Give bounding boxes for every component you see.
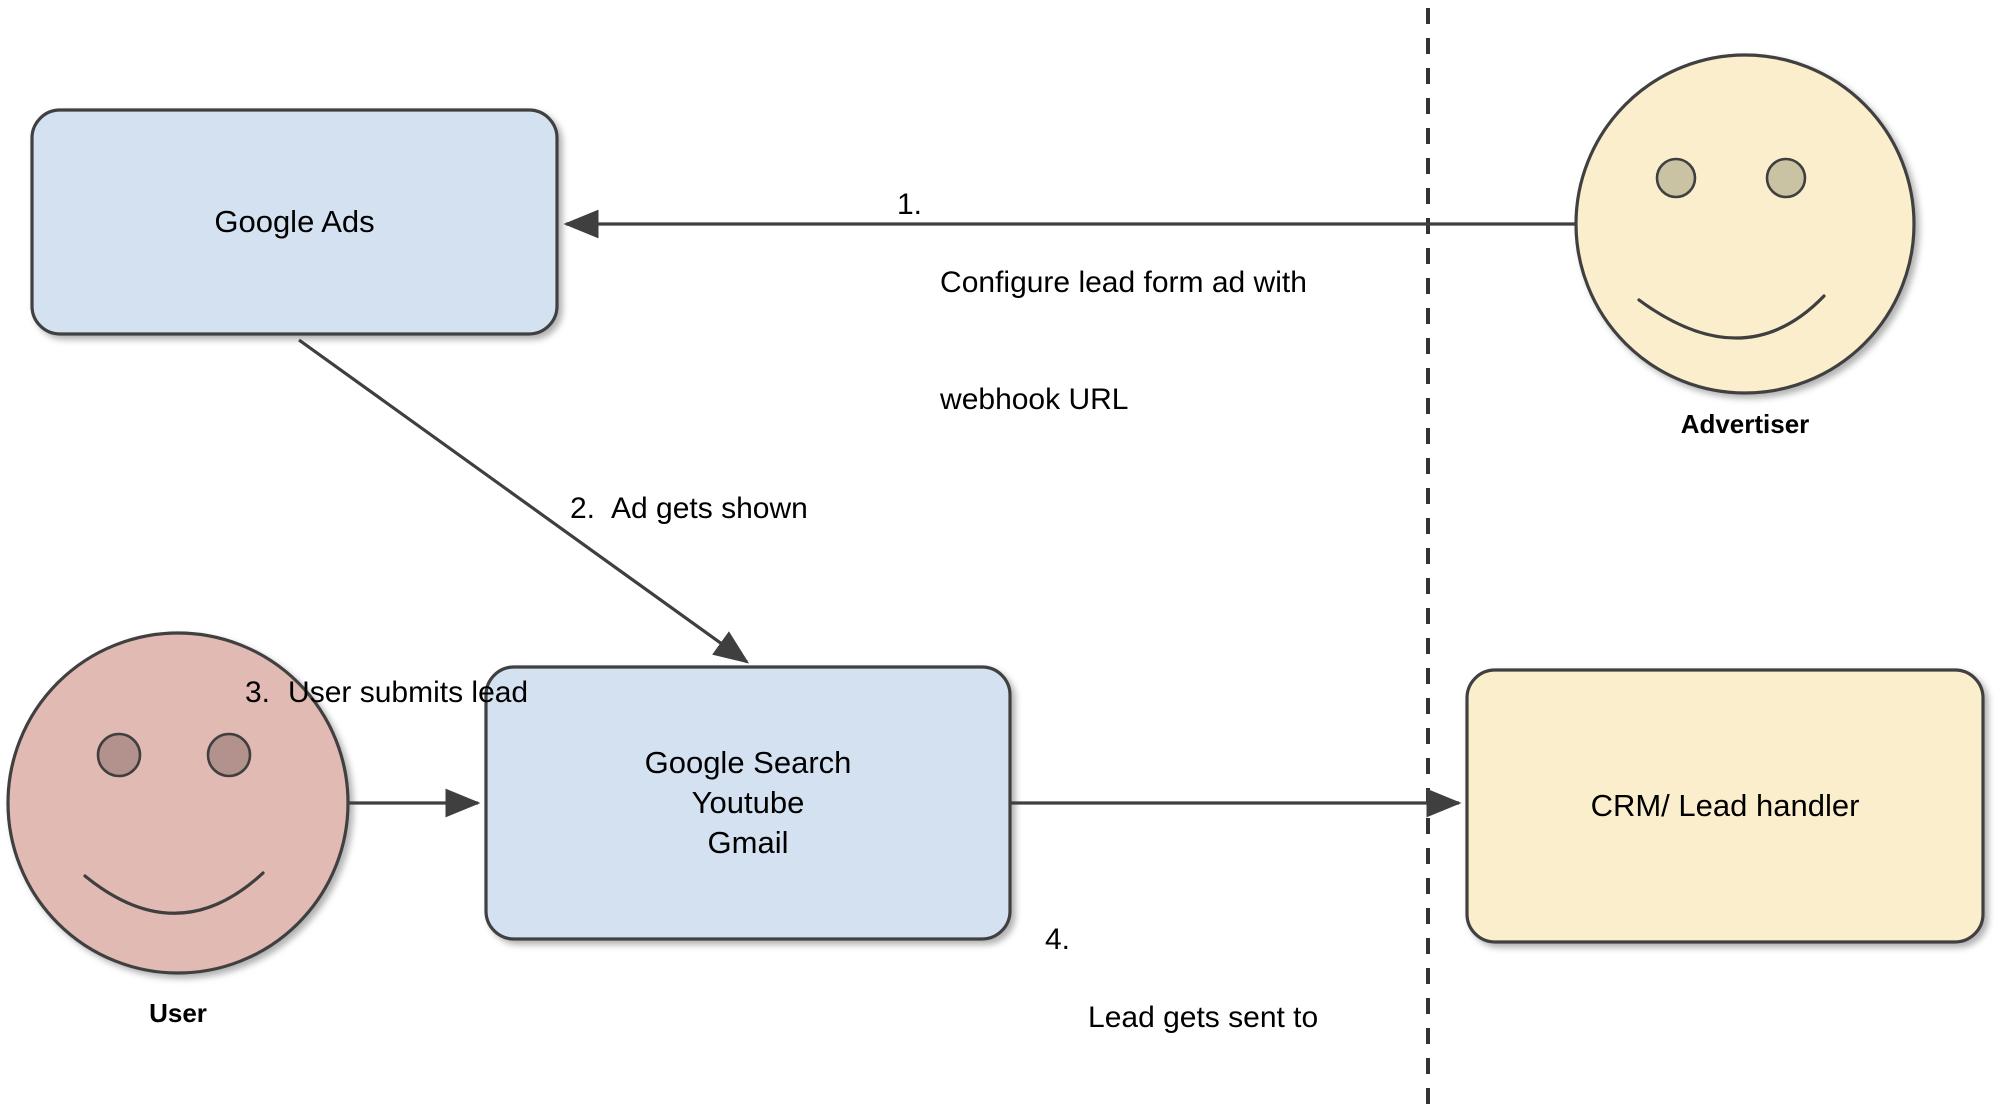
edge-3-number: 3. xyxy=(245,676,271,709)
surface-line-youtube: Youtube xyxy=(691,785,805,821)
node-google-ads-label: Google Ads xyxy=(214,204,375,240)
node-google-ads[interactable] xyxy=(30,108,559,336)
edge-2-number: 2. xyxy=(570,492,596,525)
user-eye-left xyxy=(96,732,142,778)
edge-3-line-1: User submits lead xyxy=(288,676,529,709)
edge-label-configure-lead-form: 1. Configure lead form ad with webhook U… xyxy=(897,107,1307,575)
node-google-surfaces-label: Google Search Youtube Gmail xyxy=(486,667,1010,939)
node-google-surfaces[interactable] xyxy=(484,665,1012,941)
edge-1-number: 1. xyxy=(897,188,923,221)
advertiser-smile xyxy=(1637,294,1826,340)
edge-4-number: 4. xyxy=(1045,923,1071,956)
surface-line-gmail: Gmail xyxy=(707,824,789,860)
node-advertiser[interactable] xyxy=(1574,53,1916,395)
surface-line-search: Google Search xyxy=(644,745,852,781)
user-caption: User xyxy=(149,998,207,1028)
edge-label-ad-gets-shown: 2. Ad gets shown xyxy=(570,411,808,606)
node-crm-lead-handler[interactable] xyxy=(1465,668,1985,944)
edge-1-line-2: webhook URL xyxy=(940,383,1129,416)
advertiser-eye-right xyxy=(1765,157,1807,199)
node-crm-label: CRM/ Lead handler xyxy=(1590,788,1860,824)
user-smile xyxy=(83,871,265,915)
edge-2-line-1: Ad gets shown xyxy=(611,492,808,525)
edge-label-user-submits-lead: 3. User submits lead xyxy=(245,595,528,790)
edge-label-lead-sent-to-webhook: 4. Lead gets sent to webhook url xyxy=(1045,842,1318,1116)
advertiser-caption: Advertiser xyxy=(1680,409,1810,439)
advertiser-eye-left xyxy=(1655,157,1697,199)
edge-4-line-1: Lead gets sent to xyxy=(1088,1001,1319,1034)
user-eye-right xyxy=(206,732,252,778)
edge-1-line-1: Configure lead form ad with xyxy=(940,266,1307,299)
